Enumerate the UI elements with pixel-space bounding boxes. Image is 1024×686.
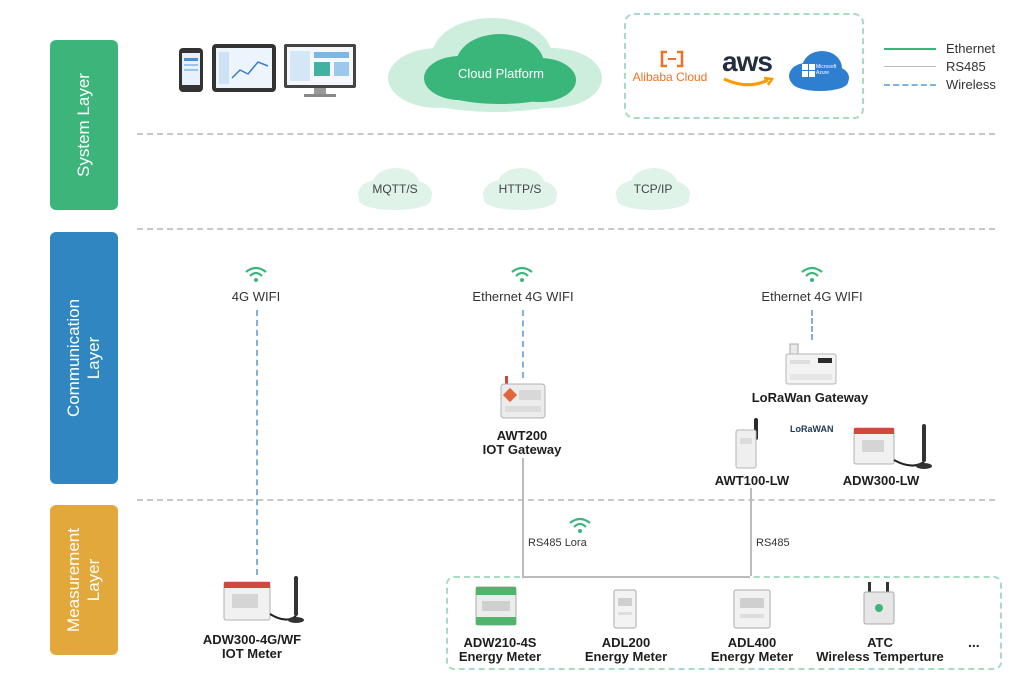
- aws-smile-icon: [723, 76, 774, 87]
- atc-model-label: ATC: [867, 635, 893, 650]
- atc-sensor-icon: [863, 582, 895, 625]
- cloud-platform-icon: [388, 18, 602, 112]
- wifi-icon: [569, 517, 591, 533]
- adw210-type-label: Energy Meter: [458, 649, 542, 664]
- client-devices-icon: [179, 44, 356, 97]
- azure-label: Microsoft Azure: [816, 64, 837, 76]
- adl200-type-label: Energy Meter: [584, 649, 668, 664]
- awt100-icon: [735, 418, 758, 469]
- awt100-label: AWT100-LW: [714, 473, 790, 488]
- link-label-right: Ethernet 4G WIFI: [761, 289, 863, 304]
- small-cloud-icon: [483, 168, 557, 210]
- wifi-icon: [245, 266, 267, 282]
- awt200-type-label: IOT Gateway: [482, 442, 562, 457]
- alibaba-cloud-label: Alibaba Cloud: [632, 70, 708, 84]
- protocol-cloud: HTTP/S: [479, 166, 561, 212]
- measurement-layer-label: Measurement Layer: [50, 505, 118, 655]
- azure-cloud-icon: [789, 51, 849, 91]
- adl400-model-label: ADL400: [727, 635, 777, 650]
- link-label-center: Ethernet 4G WIFI: [472, 289, 574, 304]
- cloud-platform-label: Cloud Platform: [458, 66, 544, 81]
- adw300-lw-icon: [853, 424, 932, 469]
- adw300-lw-label: ADW300-LW: [842, 473, 920, 488]
- lorawan-logo: LoRaWAN: [790, 424, 834, 434]
- rs485-bus-line: [522, 576, 750, 578]
- lorawan-gateway-icon: [785, 343, 837, 385]
- adw300-4g-icon: [223, 576, 304, 623]
- aws-logo: aws: [722, 46, 773, 77]
- protocol-label: MQTT/S: [372, 182, 418, 196]
- legend-wireless-label: Wireless: [946, 77, 996, 92]
- bus-label-center: RS485 Lora: [528, 537, 587, 549]
- system-layer-text: System Layer: [74, 73, 93, 177]
- rs485-link-line: [750, 488, 752, 576]
- wifi-icon: [801, 266, 823, 282]
- small-cloud-icon: [358, 168, 432, 210]
- separator-line: [137, 133, 995, 135]
- communication-layer-text: Communication Layer: [64, 298, 104, 418]
- adw300-4g-model-label: ADW300-4G/WF: [202, 632, 302, 647]
- cloud-providers-box: [624, 13, 864, 119]
- legend-ethernet-label: Ethernet: [946, 41, 996, 56]
- legend-rs485-label: RS485: [946, 59, 986, 74]
- link-label-left: 4G WIFI: [231, 289, 281, 304]
- adw210-model-label: ADW210-4S: [463, 635, 537, 650]
- rs485-link-line: [522, 458, 524, 576]
- protocol-label: HTTP/S: [498, 182, 542, 196]
- protocol-cloud: TCP/IP: [612, 166, 694, 212]
- awt200-model-label: AWT200: [496, 428, 548, 443]
- lorawan-gateway-label: LoRaWan Gateway: [751, 390, 869, 405]
- separator-line: [137, 499, 995, 501]
- adl400-type-label: Energy Meter: [710, 649, 794, 664]
- legend-ethernet-line: [884, 48, 936, 50]
- adl200-icon: [613, 589, 637, 629]
- wireless-link-line: [256, 310, 258, 575]
- protocol-label: TCP/IP: [633, 182, 673, 196]
- wifi-icon: [511, 266, 533, 282]
- adl400-icon: [733, 589, 771, 629]
- bus-label-right: RS485: [756, 537, 790, 549]
- system-layer-label: System Layer: [50, 40, 118, 210]
- wireless-link-line: [811, 310, 813, 340]
- legend-wireless-line: [884, 84, 936, 86]
- alibaba-logo-icon: [660, 50, 684, 68]
- small-cloud-icon: [616, 168, 690, 210]
- communication-layer-label: Communication Layer: [50, 232, 118, 484]
- adw300-4g-type-label: IOT Meter: [222, 646, 282, 661]
- atc-type-label: Wireless Temperture: [816, 649, 944, 664]
- separator-line: [137, 228, 995, 230]
- protocol-cloud: MQTT/S: [354, 166, 436, 212]
- adw210-icon: [475, 586, 517, 626]
- more-ellipsis: ...: [968, 634, 980, 650]
- awt200-gateway-icon: [500, 376, 546, 419]
- legend-rs485-line: [884, 66, 936, 67]
- measurement-layer-text: Measurement Layer: [64, 528, 103, 632]
- wireless-link-line: [522, 310, 524, 378]
- adl200-model-label: ADL200: [601, 635, 651, 650]
